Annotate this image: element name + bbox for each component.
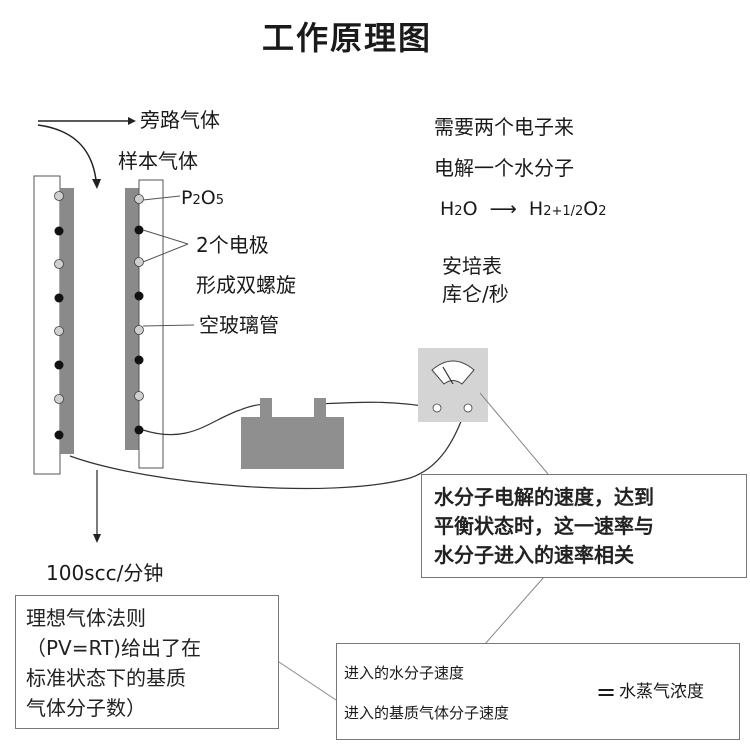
electrodes-label-line1: 2个电极 (196, 233, 269, 257)
right-electrode-dots (134, 194, 144, 435)
rate-box-text: 水分子电解的速度，达到 平衡状态时，这一速率与 水分子进入的速率相关 (434, 483, 654, 570)
outflow-arrow (93, 470, 101, 543)
ammeter-label-line1: 安培表 (442, 254, 502, 278)
rate-box-line2: 平衡状态时，这一速率与 (434, 514, 654, 538)
left-electrode-bar (60, 188, 74, 454)
rate-box-line1: 水分子电解的速度，达到 (434, 485, 654, 509)
rate-box-line3: 水分子进入的速率相关 (434, 543, 634, 567)
ammeter (418, 348, 488, 422)
gas-law-box-text: 理想气体法则 （PV=RT)给出了在 标准状态下的基质 气体分子数） (26, 603, 201, 723)
formula-box (336, 643, 740, 740)
sample-gas-arrow (37, 124, 101, 189)
page-title: 工作原理图 (262, 19, 433, 57)
gas-law-callout-box: 理想气体法则 （PV=RT)给出了在 标准状态下的基质 气体分子数） (15, 595, 279, 729)
left-electrode-dots (54, 191, 64, 440)
left-tube (33, 175, 61, 475)
flow-rate-label: 100scc/分钟 (46, 561, 164, 585)
bypass-gas-arrow (38, 117, 136, 125)
ammeter-label-line2: 库仑/秒 (442, 282, 509, 306)
label-leaders (142, 195, 195, 327)
callout-connectors (275, 392, 549, 701)
formula-equals: = (596, 678, 617, 706)
right-tube (138, 179, 164, 469)
p2o5-sub-2: 2 (192, 193, 201, 208)
eq-sub-2b: 2 (543, 204, 552, 219)
eq-h2: H (528, 198, 544, 220)
eq-o2: O (583, 198, 599, 220)
electrolysis-line2: 电解一个水分子 (434, 156, 574, 180)
eq-o: O (462, 198, 478, 220)
glass-tube-label: 空玻璃管 (199, 313, 279, 337)
gas-law-line3: 标准状态下的基质 (26, 666, 186, 690)
eq-sub-2a: 2 (454, 204, 463, 219)
eq-h: H (440, 198, 455, 220)
p2o5-label: P2O5 (181, 189, 224, 208)
p2o5-o: O (200, 187, 216, 209)
bypass-gas-label: 旁路气体 (140, 108, 220, 132)
gas-law-line2: （PV=RT)给出了在 (26, 636, 201, 660)
eq-sub-2c: 2 (598, 204, 607, 219)
sample-gas-label: 样本气体 (118, 149, 198, 173)
p2o5-sub-5: 5 (215, 193, 224, 208)
battery (241, 398, 344, 469)
gas-law-line4: 气体分子数） (26, 696, 146, 720)
formula-result: 水蒸气浓度 (619, 682, 704, 702)
electrodes-label-line2: 形成双螺旋 (196, 273, 296, 297)
gas-law-line1: 理想气体法则 (26, 606, 146, 630)
rate-callout-box: 水分子电解的速度，达到 平衡状态时，这一速率与 水分子进入的速率相关 (421, 474, 747, 578)
formula-denominator: 进入的基质气体分子速度 (344, 704, 510, 722)
formula-numerator: 进入的水分子速度 (344, 664, 465, 682)
reaction-arrow-icon: ⟶ (489, 198, 517, 220)
right-electrode-bar (125, 188, 139, 450)
p2o5-p: P (181, 187, 193, 209)
eq-plus: +1/2 (551, 204, 584, 219)
electrolysis-equation: H2O ⟶ H2+1/2O2 (440, 200, 607, 219)
electrolysis-line1: 需要两个电子来 (434, 115, 574, 139)
